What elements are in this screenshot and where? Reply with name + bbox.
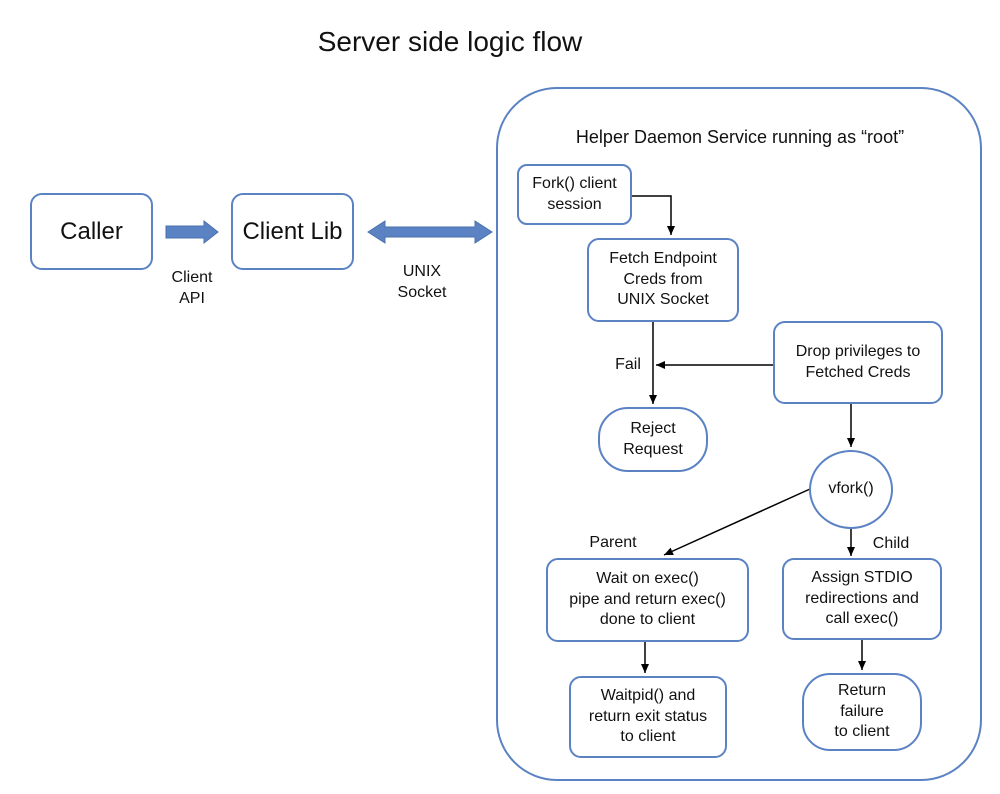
return-failure-node: Return failure to client [802,673,922,751]
drop-privileges-node: Drop privileges to Fetched Creds [773,321,943,404]
vfork-to-parent-edge [663,488,811,556]
parent-label: Parent [589,534,637,551]
vfork-node: vfork() [809,450,893,529]
fork-to-fetch-edge [632,195,675,235]
client-lib-node: Client Lib [231,193,354,270]
wait-on-exec-node: Wait on exec() pipe and return exec() do… [546,558,749,642]
helper-daemon-container [496,87,982,781]
fork-session-node: Fork() client session [517,164,632,225]
child-label: Child [872,535,910,552]
fetch-creds-node: Fetch Endpoint Creds from UNIX Socket [587,238,739,322]
assign-stdio-node: Assign STDIO redirections and call exec(… [782,558,942,640]
waitpid-node: Waitpid() and return exit status to clie… [569,676,727,758]
client-api-arrow [165,219,219,245]
caller-node: Caller [30,193,153,270]
unix-socket-arrow [367,220,493,244]
fail-label: Fail [615,356,641,373]
container-label: Helper Daemon Service running as “root” [575,127,905,147]
diagram-title: Server side logic flow [317,26,583,57]
unix-socket-label: UNIX Socket [397,263,447,301]
reject-request-node: Reject Request [598,407,708,472]
client-api-label: Client API [171,269,213,307]
